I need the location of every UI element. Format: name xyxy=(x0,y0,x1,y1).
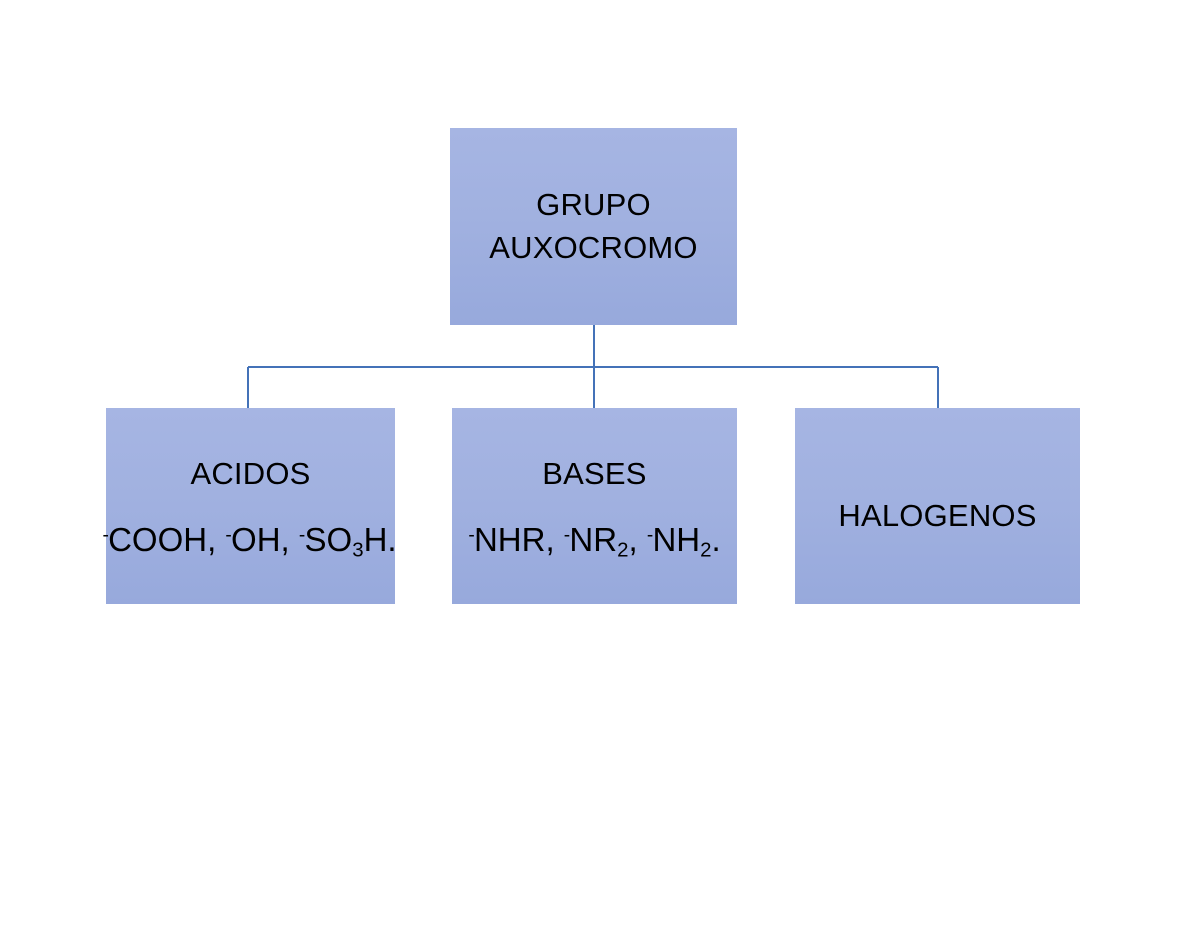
node-grupo-auxocromo[interactable]: GRUPO AUXOCROMO xyxy=(450,128,737,325)
node-bases-formula: -NHR, -NR2, -NH2. xyxy=(468,513,720,562)
node-bases[interactable]: BASES -NHR, -NR2, -NH2. xyxy=(452,408,737,604)
subscript-number: 2 xyxy=(617,538,629,562)
superscript-minus: - xyxy=(225,524,232,546)
subscript-number: 2 xyxy=(700,538,712,562)
superscript-minus: - xyxy=(646,524,654,546)
node-bases-title: BASES xyxy=(542,456,647,492)
superscript-minus: - xyxy=(468,524,475,546)
node-grupo-auxocromo-line2: AUXOCROMO xyxy=(489,229,698,265)
superscript-minus: - xyxy=(102,524,109,546)
node-acidos[interactable]: ACIDOS -COOH, -OH, -SO3H. xyxy=(102,408,397,604)
node-halogenos-title: HALOGENOS xyxy=(838,497,1037,533)
superscript-minus: - xyxy=(298,524,306,546)
formula-bases: -NHR, -NR2, -NH2. xyxy=(468,520,721,562)
node-acidos-formula: -COOH, -OH, -SO3H. xyxy=(102,513,396,562)
node-acidos-title: ACIDOS xyxy=(190,456,311,492)
subscript-number: 3 xyxy=(352,538,364,562)
formula-acidos: -COOH, -OH, -SO3H. xyxy=(102,520,397,562)
node-grupo-auxocromo-line1: GRUPO xyxy=(536,186,651,222)
node-halogenos[interactable]: HALOGENOS xyxy=(795,408,1080,604)
superscript-minus: - xyxy=(563,524,571,546)
